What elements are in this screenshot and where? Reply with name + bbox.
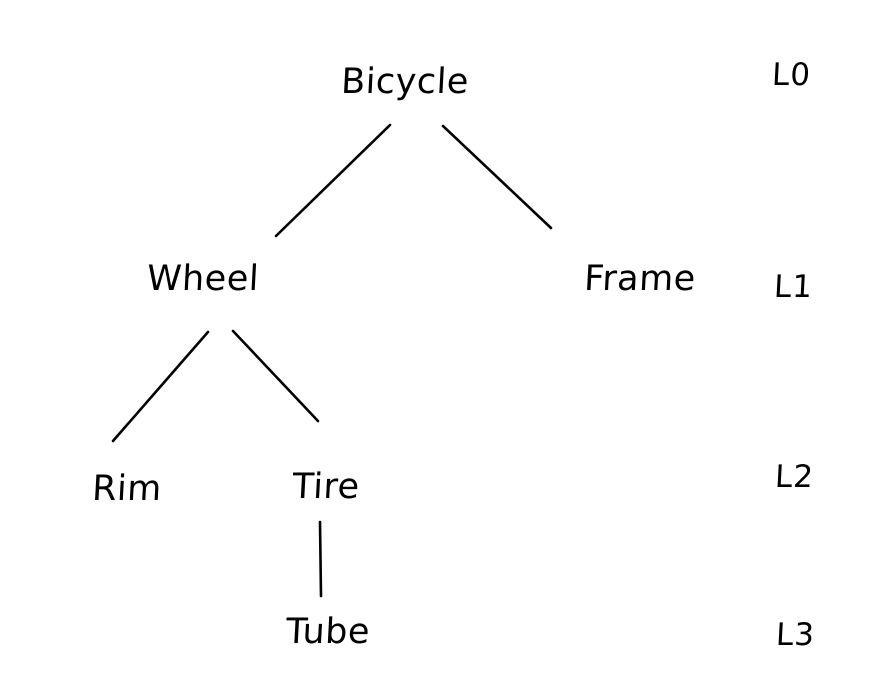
node-rim: Rim [91, 469, 163, 509]
node-wheel: Wheel [145, 259, 261, 299]
level-label-l0: L0 [771, 57, 812, 93]
edge-bicycle-wheel [274, 123, 392, 238]
node-tube: Tube [284, 612, 372, 652]
edge-tire-tube [318, 520, 323, 598]
level-label-l3: L3 [775, 617, 816, 653]
edge-wheel-rim [111, 330, 210, 443]
level-label-l2: L2 [774, 459, 815, 495]
node-tire: Tire [291, 467, 361, 507]
node-frame: Frame [583, 259, 697, 299]
edge-wheel-tire [231, 329, 320, 423]
node-bicycle: Bicycle [340, 62, 470, 102]
level-label-l1: L1 [773, 269, 814, 305]
edge-bicycle-frame [441, 124, 553, 230]
